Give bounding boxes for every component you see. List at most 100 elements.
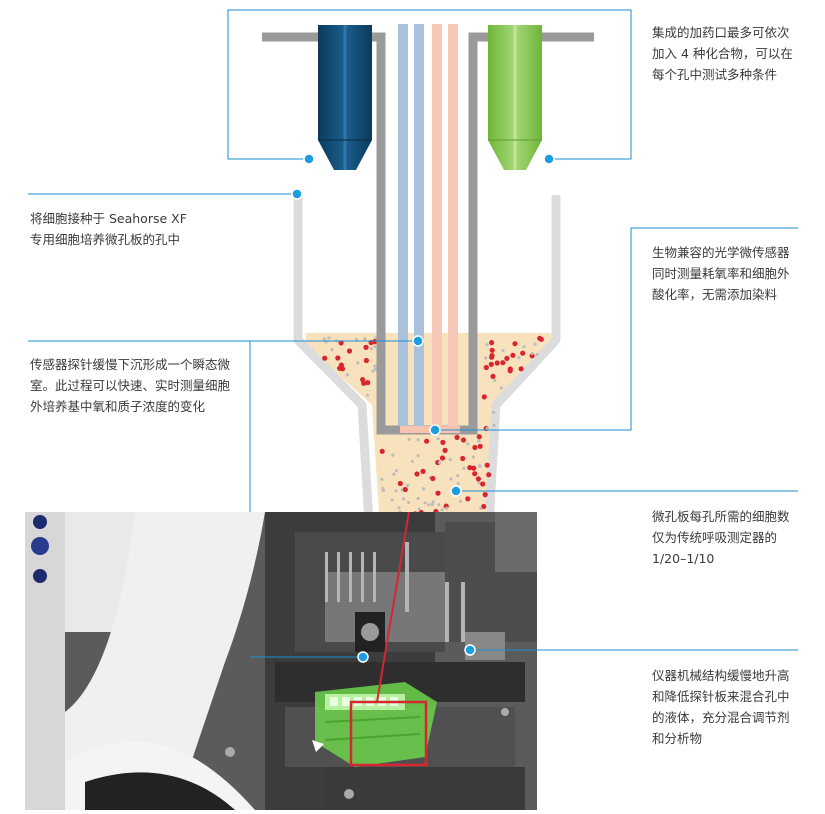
particle-grey	[397, 506, 401, 510]
particle-grey	[484, 356, 488, 360]
particle-grey	[423, 501, 427, 505]
particle-grey	[431, 500, 435, 504]
cell-red	[480, 481, 486, 487]
particle-grey	[345, 373, 350, 377]
cell-red	[481, 503, 487, 510]
particle-grey	[373, 364, 377, 368]
particle-grey	[406, 483, 410, 488]
particle-grey	[373, 367, 377, 371]
instrument-photo	[25, 512, 537, 810]
particle-grey	[445, 506, 449, 510]
cell-red	[460, 455, 466, 462]
caption-mixing-line-2: 和降低探针板来混合孔中	[652, 689, 790, 704]
cell-red	[486, 472, 492, 478]
particle-grey	[369, 347, 373, 351]
particle-grey	[422, 487, 426, 491]
particle-grey	[417, 507, 421, 511]
cell-red	[454, 434, 460, 440]
caption-injection-line-3: 每个孔中测试多种条件	[652, 67, 778, 82]
particle-grey	[535, 352, 539, 357]
particle-grey	[522, 345, 526, 349]
cell-red	[472, 444, 478, 451]
particle-grey	[410, 459, 414, 463]
particle-grey	[407, 437, 411, 441]
particle-grey	[476, 439, 481, 443]
microplate-well	[293, 195, 561, 553]
particle-grey	[402, 497, 406, 501]
particle-grey	[456, 481, 460, 485]
particle-grey	[517, 356, 521, 360]
cell-red	[489, 354, 495, 360]
particle-grey	[391, 453, 395, 457]
caption-injection-ports: 集成的加药口最多可依次 加入 4 种化合物，可以在 每个孔中测试多种条件	[652, 22, 793, 85]
cell-red	[439, 455, 446, 461]
caption-mixing-line-4: 和分析物	[652, 731, 703, 746]
cell-red	[488, 361, 494, 367]
particle-grey	[416, 496, 420, 501]
injection-port-blue	[318, 25, 372, 170]
caption-seeding-line-1: 将细胞接种于 Seahorse XF	[30, 211, 187, 226]
caption-mixing-line-1: 仪器机械结构缓慢地升高	[652, 668, 790, 683]
cell-red	[442, 447, 448, 453]
cell-red	[494, 360, 500, 366]
caption-mixing-mechanism: 仪器机械结构缓慢地升高 和降低探针板来混合孔中 的液体，充分混合调节剂 和分析物	[652, 665, 790, 749]
cell-red	[489, 340, 495, 346]
particle-grey	[407, 500, 411, 505]
cell-red	[510, 352, 516, 358]
cell-red	[424, 438, 430, 444]
leader-optical-sensors	[435, 227, 798, 431]
caption-sensors-line-2: 同时测量耗氧率和细胞外	[652, 266, 790, 281]
caption-chamber-line-1: 传感器探针缓慢下沉形成一个瞬态微	[30, 357, 231, 372]
particle-grey	[322, 337, 326, 341]
particle-grey	[373, 345, 377, 349]
particle-grey	[462, 466, 466, 470]
callout-dots	[291, 153, 555, 497]
particle-grey	[448, 458, 452, 462]
cell-red	[483, 364, 489, 371]
particle-grey	[466, 442, 470, 446]
caption-injection-line-2: 加入 4 种化合物，可以在	[652, 46, 793, 61]
particle-grey	[499, 386, 503, 390]
caption-sensors-line-1: 生物兼容的光学微传感器	[652, 245, 790, 260]
cell-red	[420, 468, 426, 474]
highlight-pointer	[376, 512, 410, 703]
caption-cell-count: 微孔板每孔所需的细胞数 仅为传统呼吸测定器的 1/20–1/10	[652, 506, 790, 569]
fiber-pink-1	[432, 24, 442, 426]
cell-red	[489, 347, 495, 353]
particle-grey	[471, 455, 476, 459]
caption-cell-seeding: 将细胞接种于 Seahorse XF 专用细胞培养微孔板的孔中	[30, 208, 187, 250]
particle-grey	[438, 460, 442, 465]
particle-grey	[390, 498, 394, 502]
cell-red	[365, 380, 371, 386]
cell-red	[520, 350, 526, 356]
particle-grey	[392, 472, 396, 476]
particle-grey	[501, 349, 505, 353]
particle-grey	[363, 337, 367, 341]
caption-sensors-line-3: 酸化率，无需添加染料	[652, 287, 778, 302]
particle-grey	[449, 477, 453, 481]
particle-grey	[456, 474, 460, 478]
cell-red	[346, 348, 353, 354]
particle-grey	[330, 348, 334, 352]
particle-grey	[365, 393, 369, 397]
cell-red	[435, 490, 441, 496]
cell-red	[518, 366, 524, 372]
dot-optical-sensor	[429, 424, 441, 436]
particle-grey	[458, 499, 463, 503]
particle-grey	[493, 378, 497, 383]
cell-red	[322, 355, 328, 361]
particle-grey	[427, 503, 431, 507]
caption-injection-line-1: 集成的加药口最多可依次	[652, 25, 790, 40]
cell-red	[481, 394, 487, 400]
cell-red	[379, 448, 385, 454]
particle-grey	[416, 438, 420, 442]
cell-red	[482, 492, 488, 498]
caption-count-line-1: 微孔板每孔所需的细胞数	[652, 509, 790, 524]
cell-red	[504, 355, 510, 361]
cell-red	[402, 486, 408, 493]
particle-grey	[485, 343, 489, 347]
cell-red	[440, 439, 446, 445]
particle-grey	[530, 351, 534, 355]
particle-grey	[478, 464, 482, 468]
particle-grey	[416, 454, 420, 458]
